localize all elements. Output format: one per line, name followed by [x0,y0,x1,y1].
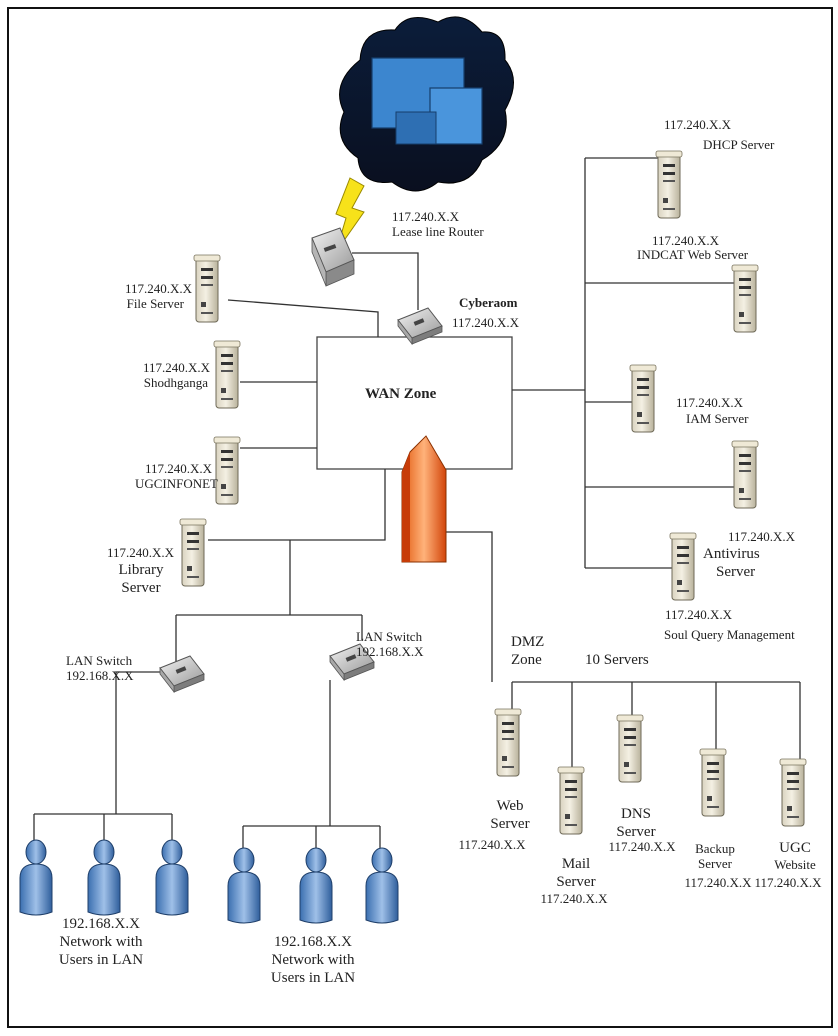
user-icon [155,839,189,916]
diagram-frame [7,7,833,1028]
lightning-icon [335,177,365,253]
antivirus-ip: 117.240.X.X [728,529,796,544]
soul-query-server-icon [669,532,697,601]
ugcinfonet-server-icon [213,436,241,505]
backup-server-ip: 117.240.X.X [684,875,752,890]
soul-query-name: Soul Query Management [664,627,795,642]
backup-server-name-2: Server [698,856,732,871]
cyberoam-ip: 117.240.X.X [452,315,520,330]
shodhganga-server-icon [213,340,241,409]
indcat-name: INDCAT Web Server [637,247,749,262]
file-server-ip: 117.240.X.X [124,281,192,296]
dhcp-name: DHCP Server [703,137,775,152]
lan-group-1-ip: 192.168.X.X [62,916,140,932]
lan-switch-1-name: LAN Switch [66,653,133,668]
lan-group-2-ip: 192.168.X.X [274,934,352,950]
lan-switch-1-icon [159,655,205,693]
ugcinfonet-ip: 117.240.X.X [144,461,212,476]
user-icon [365,847,399,924]
ugc-website-name-1: UGC [779,840,811,856]
mail-server-icon [557,766,585,835]
ugcinfonet-name: UGCINFONET [134,476,218,491]
ugc-website-ip: 117.240.X.X [754,875,822,890]
ugc-website-server-icon [779,758,807,827]
ugc-website-name-2: Website [774,857,816,872]
cyberoam-name: Cyberaom [459,295,518,310]
web-server-icon [494,708,522,777]
web-server-ip: 117.240.X.X [458,837,526,852]
library-server-ip: 117.240.X.X [106,545,174,560]
lan-group-2-line2: Users in LAN [270,970,356,986]
router-icon [311,227,355,287]
antivirus-name-2: Server [716,564,756,580]
dhcp-ip: 117.240.X.X [664,117,732,132]
iam-ip: 117.240.X.X [676,395,744,410]
user-icon [227,847,261,924]
lan-group-2-line1: Network with [271,952,355,968]
library-server-icon [179,518,207,587]
dmz-label-2: Zone [511,652,542,668]
router-name: Lease line Router [392,224,484,239]
user-icon [299,847,333,924]
web-server-name-1: Web [496,798,524,814]
web-server-name-2: Server [490,816,530,832]
iam-name: IAM Server [686,411,749,426]
dns-server-ip: 117.240.X.X [608,839,676,854]
lan-group-1-line2: Users in LAN [58,952,144,968]
mail-server-name-1: Mail [561,856,591,872]
indcat-ip: 117.240.X.X [652,233,720,248]
backup-server-name-1: Backup [695,841,735,856]
dns-server-icon [616,714,644,783]
library-server-name-1: Library [118,562,164,578]
backup-server-icon [699,748,727,817]
iam-server-icon [629,364,657,433]
library-server-name-2: Server [121,580,161,596]
lan-group-1-line1: Network with [59,934,143,950]
user-icon [87,839,121,916]
soul-query-ip: 117.240.X.X [665,607,733,622]
lan-switch-1-ip: 192.168.X.X [66,668,134,683]
dhcp-server-icon [655,150,683,219]
antivirus-name-1: Antivirus [703,546,760,562]
user-icon [19,839,53,916]
dns-server-name-2: Server [616,824,656,840]
lan-switch-2-ip: 192.168.X.X [356,644,424,659]
file-server-icon [193,254,221,323]
shodhganga-name: Shodhganga [143,375,208,390]
firewall-icon [401,435,447,563]
wan-zone-label: WAN Zone [365,386,437,402]
mail-server-ip: 117.240.X.X [540,891,608,906]
lan-switch-2-name: LAN Switch [356,629,423,644]
shodhganga-ip: 117.240.X.X [142,360,210,375]
router-ip: 117.240.X.X [392,209,460,224]
antivirus-server-icon [731,440,759,509]
mail-server-name-2: Server [556,874,596,890]
dmz-count-label: 10 Servers [585,652,649,668]
file-server-name: File Server [126,296,184,311]
dns-server-name-1: DNS [620,806,651,822]
internet-cloud-icon [339,16,514,192]
indcat-web-server-icon [731,264,759,333]
dmz-label-1: DMZ [511,634,545,650]
